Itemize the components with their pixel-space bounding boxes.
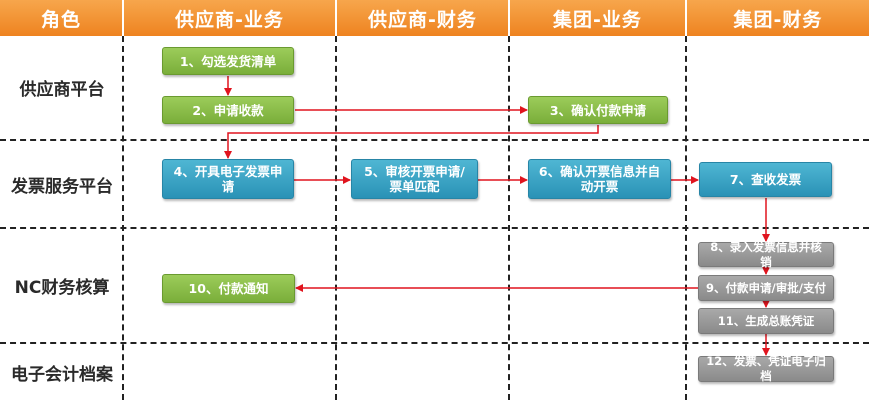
row-label-supplier-platform: 供应商平台 bbox=[19, 80, 105, 100]
row-divider bbox=[0, 227, 869, 229]
arrow-3-to-4 bbox=[224, 125, 599, 159]
row-label-invoice-platform: 发票服务平台 bbox=[11, 176, 113, 197]
step-10-box: 10、付款通知 bbox=[162, 274, 295, 303]
header-role: 角色 bbox=[0, 0, 122, 36]
row-label-nc-accounting: NC财务核算 bbox=[14, 278, 110, 298]
step-6-box: 6、确认开票信息并自动开票 bbox=[528, 159, 671, 199]
lane-divider bbox=[685, 36, 687, 400]
row-label-e-archive: 电子会计档案 bbox=[11, 364, 113, 385]
step-1-box: 1、勾选发货清单 bbox=[162, 47, 294, 75]
row-divider bbox=[0, 139, 869, 141]
step-3-box: 3、确认付款申请 bbox=[528, 96, 668, 124]
step-9-box: 9、付款申请/审批/支付 bbox=[698, 275, 834, 301]
header-group-finance: 集团-财务 bbox=[687, 0, 869, 36]
step-8-box: 8、录入发票信息并核销 bbox=[698, 240, 834, 269]
step-12-box: 12、发票、凭证电子归档 bbox=[698, 354, 834, 383]
step-7-box: 7、查收发票 bbox=[699, 162, 832, 197]
header-supplier-business: 供应商-业务 bbox=[124, 0, 335, 36]
header-group-business: 集团-业务 bbox=[510, 0, 685, 36]
header-supplier-finance: 供应商-财务 bbox=[337, 0, 508, 36]
lane-divider bbox=[335, 36, 337, 400]
row-divider bbox=[0, 342, 869, 344]
lane-divider bbox=[122, 36, 124, 400]
step-11-box: 11、生成总账凭证 bbox=[698, 308, 834, 334]
step-5-box: 5、审核开票申请/票单匹配 bbox=[351, 159, 478, 199]
step-4-box: 4、开具电子发票申请 bbox=[162, 159, 294, 199]
swimlane-header: 角色 供应商-业务 供应商-财务 集团-业务 集团-财务 bbox=[0, 0, 869, 36]
lane-divider bbox=[508, 36, 510, 400]
step-2-box: 2、申请收款 bbox=[162, 96, 294, 124]
